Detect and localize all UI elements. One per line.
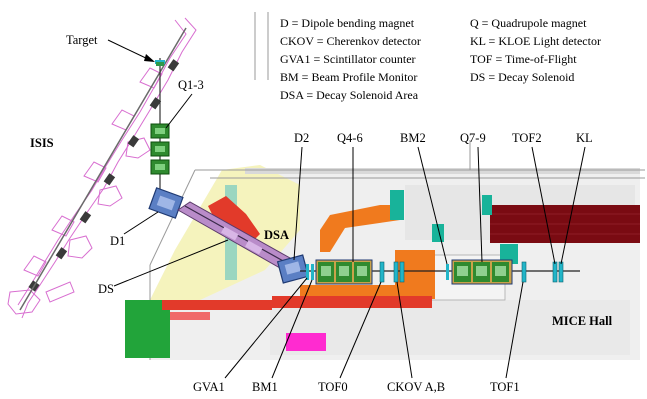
tof0-label: TOF0 — [318, 380, 348, 394]
q7-9-pointer — [477, 146, 483, 263]
bm2-monitor — [446, 264, 449, 280]
d2-label: D2 — [294, 131, 309, 145]
tof2-pointer — [531, 146, 556, 265]
d2-pointer — [293, 146, 303, 261]
legend-item: DS = Decay Solenoid — [470, 70, 574, 84]
tof1-label: TOF1 — [490, 380, 520, 394]
tof1-pointer — [505, 281, 524, 379]
legend-item: CKOV = Cherenkov detector — [280, 34, 421, 48]
legend-item: KL = KLOE Light detector — [470, 34, 601, 48]
ckov-label: CKOV A,B — [387, 380, 445, 394]
legend-item: Q = Quadrupole magnet — [470, 16, 587, 30]
kl-pointer — [560, 146, 586, 265]
magenta-pit — [286, 333, 326, 351]
legend-item: DSA = Decay Solenoid Area — [280, 88, 419, 102]
isis-ring-magnets — [19, 27, 187, 311]
ds-label: DS — [98, 282, 114, 296]
teal-shielding-blocks — [390, 190, 518, 264]
gva1-bm1-detectors — [306, 264, 314, 280]
target-label: Target — [66, 33, 98, 47]
target-arrowhead — [144, 54, 155, 62]
legend-left: D = Dipole bending magnet CKOV = Cherenk… — [280, 16, 421, 102]
d1-label: D1 — [110, 234, 125, 248]
legend-right: Q = Quadrupole magnet KL = KLOE Light de… — [470, 16, 601, 84]
d1-pointer — [123, 211, 159, 235]
ckov-pointer — [396, 281, 413, 379]
d2-dipole — [276, 254, 310, 284]
q4-6-quadrupoles — [315, 259, 373, 285]
q1-3-pointer — [165, 93, 193, 129]
ds-pointer — [113, 239, 229, 287]
target-pointer — [107, 39, 151, 61]
tof2-label: TOF2 — [512, 131, 542, 145]
q1-3-quadrupoles — [150, 123, 170, 175]
isis-label: ISIS — [30, 136, 54, 150]
dark-red-shield-wall — [490, 205, 640, 243]
legend-item: D = Dipole bending magnet — [280, 16, 415, 30]
legend-item: GVA1 = Scintillator counter — [280, 52, 416, 66]
q7-9-label: Q7-9 — [460, 131, 486, 145]
legend-item: TOF = Time-of-Flight — [470, 52, 577, 66]
tof1-detector — [521, 261, 527, 283]
bm2-label: BM2 — [400, 131, 426, 145]
bm2-pointer — [417, 146, 448, 265]
tof0-ckov-detectors — [379, 261, 405, 283]
bm1-pointer — [271, 279, 313, 379]
tof0-pointer — [339, 281, 382, 379]
bm1-label: BM1 — [252, 380, 278, 394]
q4-6-label: Q4-6 — [337, 131, 363, 145]
mice-hall-label: MICE Hall — [552, 314, 613, 328]
gva1-label: GVA1 — [193, 380, 225, 394]
gva1-pointer — [224, 277, 308, 379]
legend-item: BM = Beam Profile Monitor — [280, 70, 417, 84]
kl-label: KL — [576, 131, 593, 145]
d1-dipole — [148, 187, 184, 219]
q1-3-label: Q1-3 — [178, 78, 204, 92]
q7-9-quadrupoles — [451, 259, 513, 285]
dsa-label: DSA — [264, 228, 289, 242]
orange-shielding — [300, 205, 435, 299]
